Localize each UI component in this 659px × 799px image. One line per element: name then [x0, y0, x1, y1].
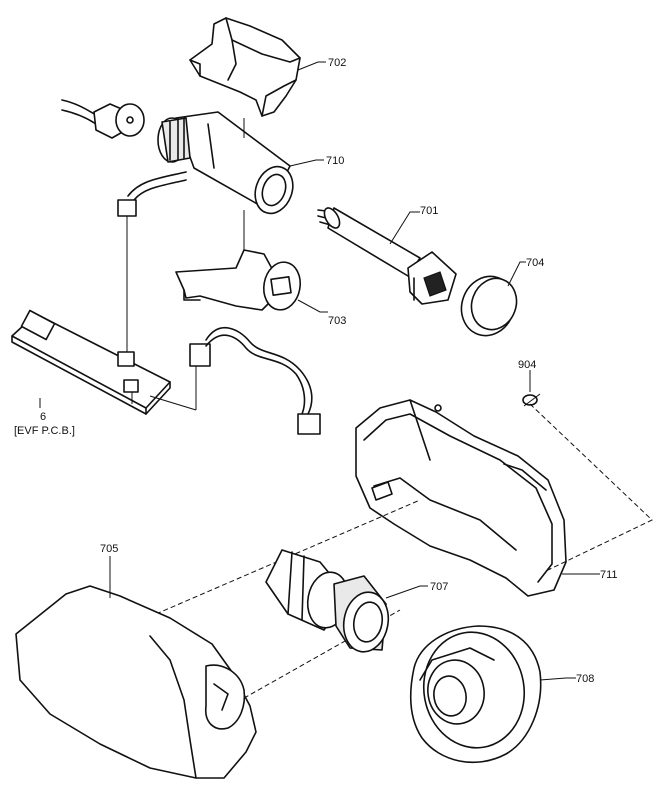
label-708: 708	[576, 673, 594, 685]
cable-connector	[189, 327, 321, 435]
label-904: 904	[518, 359, 536, 371]
label-707: 707	[430, 581, 448, 593]
part-710-tube	[157, 111, 294, 215]
label-710: 710	[326, 155, 344, 167]
part-711-frame	[355, 399, 567, 597]
part-707-lens	[265, 549, 390, 653]
label-702: 702	[328, 57, 346, 69]
label-705: 705	[100, 543, 118, 555]
part-704-cap	[460, 275, 518, 337]
motor-assembly	[61, 99, 145, 139]
part-703-holder	[175, 249, 302, 311]
cable-710	[117, 171, 187, 354]
part-701-rod	[317, 207, 457, 305]
label-703: 703	[328, 315, 346, 327]
part-708-eyecup	[409, 625, 542, 764]
label-711: 711	[600, 569, 618, 581]
label-6-description: [EVF P.C.B.]	[14, 425, 75, 437]
part-705-housing	[15, 585, 257, 779]
label-704: 704	[526, 257, 544, 269]
part-702-holder	[189, 17, 301, 117]
part-904-screw	[522, 370, 541, 407]
part-6-evf-pcb	[11, 309, 197, 415]
label-6: 6	[40, 411, 46, 423]
label-701: 701	[420, 205, 438, 217]
leader-lines	[39, 61, 600, 681]
